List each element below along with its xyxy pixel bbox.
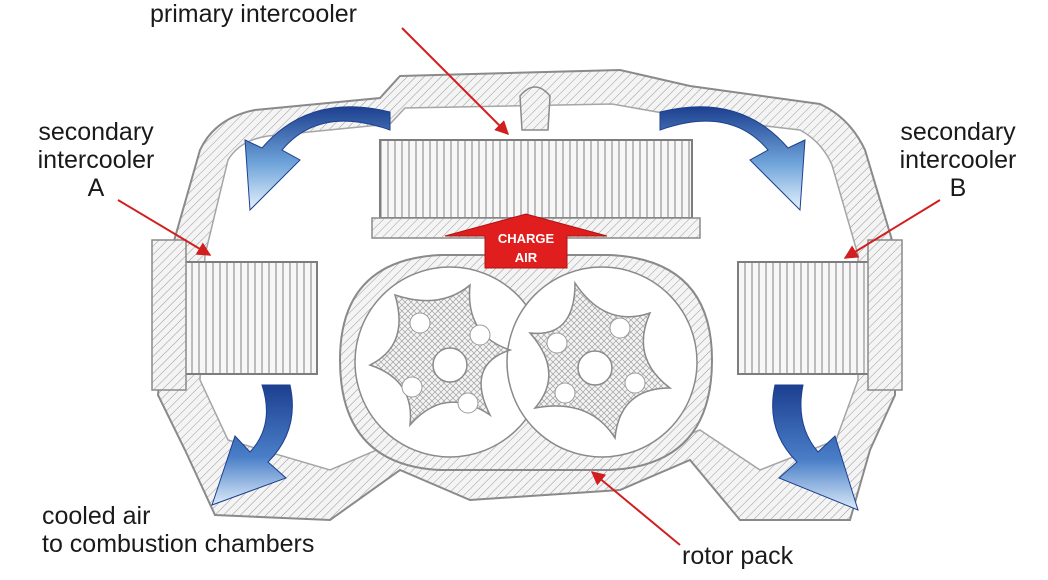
right-rotor [528, 280, 673, 441]
label-secondary-b-line1: secondary [900, 118, 1016, 146]
label-cooled-air-line2: to combustion chambers [42, 530, 315, 558]
label-secondary-intercooler-b: secondary intercooler B [890, 118, 1026, 202]
label-primary-intercooler: primary intercooler [150, 0, 358, 28]
primary-intercooler-core [379, 139, 693, 219]
label-cooled-air-line1: cooled air [42, 502, 151, 530]
airflow-arrow-top-left [244, 106, 391, 212]
secondary-intercooler-a-core [184, 261, 318, 375]
label-cooled-air: cooled air to combustion chambers [42, 502, 314, 558]
airflow-arrow-bottom-right [772, 384, 859, 511]
leader-rotor-pack [590, 471, 681, 546]
up-arrow-icon [444, 213, 608, 269]
label-secondary-intercooler-a: secondary intercooler A [30, 118, 162, 202]
label-secondary-b-line3: B [949, 174, 967, 202]
left-rotor [368, 283, 513, 428]
charge-air-arrow: CHARGE AIR [444, 213, 608, 269]
airflow-arrow-top-right [659, 106, 806, 212]
label-rotor-pack: rotor pack [682, 542, 794, 570]
label-secondary-a-line3: A [87, 174, 105, 202]
charge-air-label-line2: AIR [515, 250, 538, 265]
secondary-intercooler-b-housing [867, 239, 903, 391]
airflow-arrow-bottom-left [211, 384, 293, 506]
leader-secondary-b [843, 199, 941, 259]
leader-primary-intercooler [401, 27, 509, 135]
label-secondary-b-line2: intercooler [899, 146, 1017, 174]
label-secondary-a-line1: secondary [38, 118, 154, 146]
charge-air-label-line1: CHARGE [498, 231, 555, 246]
leader-secondary-a [117, 199, 212, 256]
secondary-intercooler-b-core [737, 261, 871, 375]
label-secondary-a-line2: intercooler [37, 146, 155, 174]
secondary-intercooler-a-housing [151, 239, 187, 391]
